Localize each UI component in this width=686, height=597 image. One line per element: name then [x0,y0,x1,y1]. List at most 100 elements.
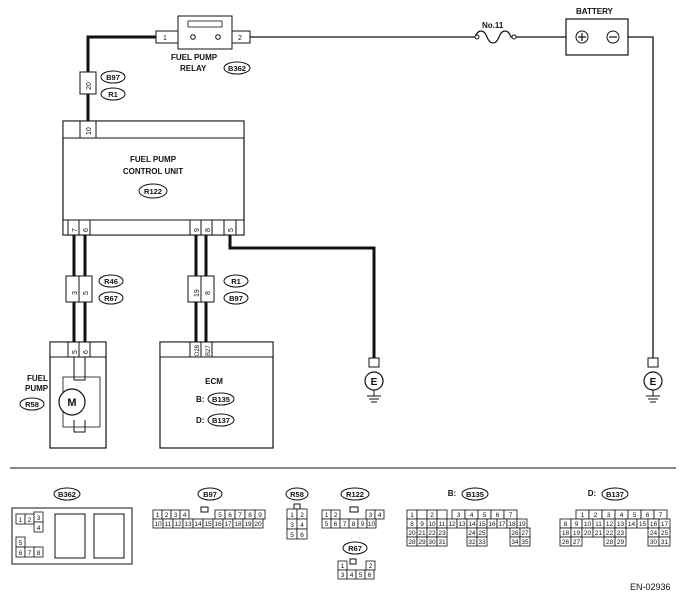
b97-pin-19: 19 [244,521,252,528]
relay-label-2: RELAY [180,64,207,73]
b137-pin-18: 18 [562,530,570,537]
inline-connector-top: 20 B97 R1 [79,70,126,101]
pump-inner-wiring [73,357,86,433]
b97-cell [252,518,264,529]
relay-connector-code: B362 [228,64,246,73]
b137-pin-13: 13 [617,521,625,528]
r67-cell [364,569,375,580]
b137-pin-22: 22 [606,530,614,537]
b135-pin-2: 2 [430,512,434,519]
b362-slot [93,513,125,559]
b362-pin-7: 7 [28,550,32,557]
inline-pump-pin-3: 3 [72,291,79,295]
r58-pin-5: 5 [290,532,294,539]
b362-slot [54,513,86,559]
inline-connector-pump: 3 5 R46 R67 [65,274,124,305]
b135-pin-35: 35 [521,539,529,546]
b97-pin-1: 1 [156,512,160,519]
b137-pin-21: 21 [595,530,603,537]
b362-cell [33,521,44,533]
b137-pin-25: 25 [661,530,669,537]
r58-pin-2: 2 [300,512,304,519]
motor-symbol: M [67,397,76,409]
ecm-label: ECM [205,377,223,386]
b137-cell [570,536,583,547]
b137-code: B137 [606,490,624,499]
pump-pin-6: 6 [83,350,90,354]
r58-pin-6: 6 [300,532,304,539]
b135-pin-26: 26 [511,530,519,537]
b135-pin-16: 16 [488,521,496,528]
b135-pin-30: 30 [428,539,436,546]
cu-pin-10: 10 [86,127,93,135]
ecm: D28 B27 ECM B: B135 D: B137 [159,341,274,449]
pump-label-2: PUMP [25,384,49,393]
b137-pin-1: 1 [581,512,585,519]
b135-pin-14: 14 [468,521,476,528]
b135-code: B135 [466,490,484,499]
relay-pin-1: 1 [163,35,167,42]
b135-pin-20: 20 [408,530,416,537]
b135-pin-9: 9 [420,521,424,528]
r67-pin-3: 3 [341,572,345,579]
r58-key [293,503,301,510]
inline-pump-code-1: R46 [104,277,118,286]
r58-pin-1: 1 [290,512,294,519]
cu-pin-6: 6 [83,228,90,232]
b135-pin-15: 15 [478,521,486,528]
cu-pin-8: 8 [205,228,212,232]
b135-pin-19: 19 [518,521,526,528]
fuel-pump-control-unit: 10 FUEL PUMP CONTROL UNIT R122 7 6 9 8 5 [62,120,245,236]
r67-code: R67 [348,544,362,553]
b97-code: B97 [203,490,217,499]
battery: BATTERY [565,7,629,56]
inline-ecm-pin-19: 19 [194,289,201,297]
b97-pin-11: 11 [165,521,172,528]
b137-pin-7: 7 [659,512,663,519]
r67-code-oval [342,541,368,555]
r67-pin-2: 2 [369,563,373,570]
b97-key [200,506,209,513]
r122-cell [374,509,385,520]
b135-pin-1: 1 [410,512,414,519]
b362-cell [33,546,44,558]
ecm-d-prefix: D: [196,416,204,425]
motor-icon [58,388,86,416]
b135-pin-33: 33 [478,539,486,546]
cu-connector-code: R122 [144,187,162,196]
r67-pin-4: 4 [350,572,354,579]
b135-pin-22: 22 [428,530,436,537]
b135-pin-13: 13 [458,521,466,528]
b137-prefix: D: [588,489,596,498]
b135-pin-18: 18 [508,521,516,528]
b97-pin-6: 6 [228,512,232,519]
b137-pin-17: 17 [661,521,669,528]
fuel-pump: 5 6 M FUEL PUMP R58 [19,341,107,449]
b137-pin-14: 14 [628,521,636,528]
r122-pin-3: 3 [369,512,373,519]
fuse-no11: No.11 [474,21,517,44]
inline-top-code-1: B97 [106,73,120,82]
b137-pin-30: 30 [650,539,658,546]
b362-pin-2: 2 [28,517,32,524]
b137-pin-15: 15 [639,521,647,528]
b362-pin-4: 4 [37,525,41,532]
b97-code-oval [197,487,223,501]
b137-pin-9: 9 [575,521,579,528]
b135-pin-17: 17 [498,521,506,528]
b135-pin-25: 25 [478,530,486,537]
r122-cell [366,518,377,529]
b97-pin-18: 18 [234,521,242,528]
pump-pin-5: 5 [72,350,79,354]
b135-pin-11: 11 [439,521,446,528]
b97-pin-16: 16 [214,521,222,528]
b137-pin-28: 28 [606,539,614,546]
b362-pin-8: 8 [37,550,41,557]
b135-pin-28: 28 [408,539,416,546]
b135-pin-5: 5 [483,512,487,519]
r122-pin-10: 10 [368,521,376,528]
ground-symbol-cu: E [371,377,378,388]
r122-pin-9: 9 [361,521,365,528]
b97-pin-14: 14 [194,521,202,528]
